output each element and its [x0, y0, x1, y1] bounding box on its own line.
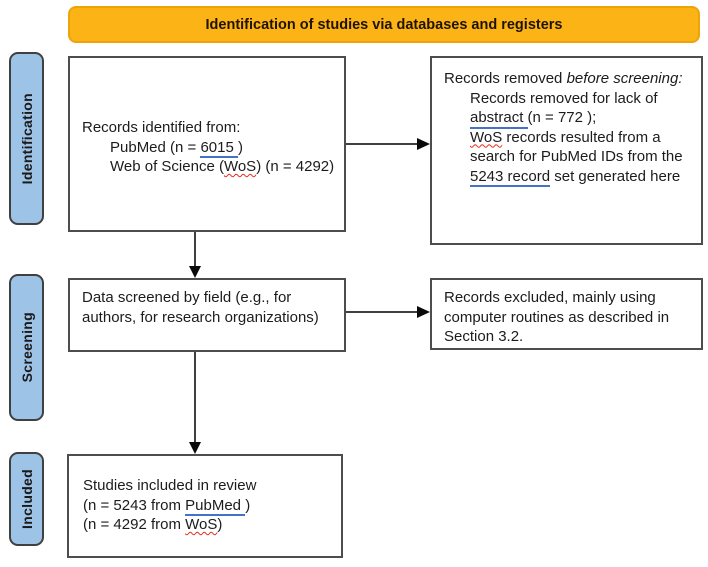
arrow-identified-to-removed-line: [346, 143, 420, 145]
flow-box-studies-included: Studies included in review (n = 5243 fro…: [67, 454, 343, 558]
stage-label-identification-text: Identification: [18, 92, 35, 185]
records-removed-item-wos: WoS records resulted from a search for P…: [470, 128, 685, 187]
stage-label-screening: Screening: [9, 274, 44, 421]
stage-label-identification: Identification: [9, 52, 44, 225]
records-identified-wos-line: Web of Science (WoS) (n = 4292): [110, 158, 335, 175]
flow-box-records-excluded: Records excluded, mainly using computer …: [430, 278, 703, 350]
studies-included-line2: (n = 5243 from PubMed ): [83, 496, 333, 516]
records-removed-item-abstract: Records removed for lack of abstract (n …: [470, 89, 685, 129]
wos-misspelling: WoS: [185, 516, 218, 533]
stage-label-included: Included: [9, 452, 44, 546]
studies-included-line1: Studies included in review: [83, 477, 257, 494]
flow-box-records-removed: Records removed before screening: Record…: [430, 56, 703, 245]
data-screened-text: Data screened by field (e.g., for author…: [82, 289, 319, 326]
arrow-identified-to-removed-head: [417, 138, 430, 150]
records-identified-pubmed-line: PubMed (n = 6015 ): [110, 138, 336, 158]
studies-included-line3: (n = 4292 from WoS): [83, 516, 223, 533]
flow-box-data-screened: Data screened by field (e.g., for author…: [68, 278, 346, 352]
wos-misspelling: WoS: [470, 128, 503, 146]
record-set-underlined: 5243 record: [470, 167, 551, 187]
arrow-screened-to-excluded-line: [346, 311, 420, 313]
arrow-identified-to-screened-head: [189, 266, 201, 278]
records-excluded-text: Records excluded, mainly using computer …: [444, 289, 670, 345]
banner-title: Identification of studies via databases …: [68, 6, 700, 43]
arrow-screened-to-included-head: [189, 442, 201, 454]
records-identified-title: Records identified from:: [82, 119, 241, 136]
banner-title-text: Identification of studies via databases …: [205, 16, 563, 33]
pubmed-count-underlined: 6015: [200, 138, 239, 158]
records-removed-lead: Records removed before screening:: [444, 70, 683, 87]
flow-box-records-identified: Records identified from: PubMed (n = 601…: [68, 56, 346, 232]
arrow-identified-to-screened-line: [194, 232, 196, 268]
before-screening-italic: before screening: [566, 70, 679, 87]
wos-misspelling: WoS: [223, 158, 257, 175]
pubmed-underlined: PubMed: [185, 496, 246, 516]
stage-label-included-text: Included: [18, 469, 35, 529]
stage-label-screening-text: Screening: [18, 312, 35, 383]
abstract-underlined: abstract: [470, 109, 528, 129]
arrow-screened-to-excluded-head: [417, 306, 430, 318]
arrow-screened-to-included-line: [194, 352, 196, 444]
